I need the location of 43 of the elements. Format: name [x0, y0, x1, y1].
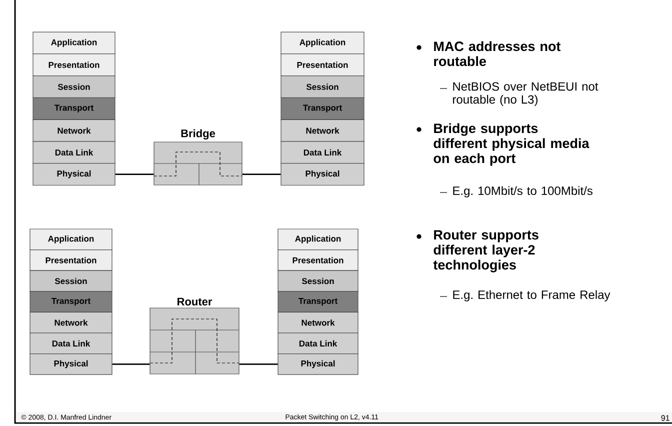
sub-bullet-text: E.g. Ethernet to Frame Relay — [453, 290, 610, 302]
layer-box: Physical — [278, 354, 358, 375]
layer-box: Session — [280, 76, 364, 98]
layer-box: Session — [32, 76, 116, 98]
layer-box: Presentation — [280, 54, 364, 76]
layer-box: Data Link — [278, 332, 358, 354]
layer-box: Data Link — [32, 141, 116, 164]
layer-box: Transport — [30, 291, 112, 312]
link-line — [239, 364, 278, 365]
link-line — [115, 174, 154, 175]
layer-box: Transport — [278, 291, 358, 312]
link-line — [112, 364, 150, 365]
sub-bullet-text: E.g. 10Mbit/s to 100Mbit/s — [453, 186, 592, 198]
layer-box: Presentation — [32, 54, 116, 76]
layer-box: Session — [30, 270, 112, 292]
node-label: Router — [178, 298, 212, 306]
layer-box: Network — [278, 312, 358, 334]
layer-box: Network — [280, 119, 364, 142]
layer-box: Network — [30, 312, 112, 334]
layer-box: Presentation — [278, 250, 358, 271]
bullet-text: MAC addresses not routable — [434, 41, 561, 66]
layer-box: Network — [32, 119, 116, 142]
link-line — [242, 174, 281, 175]
layer-box: Session — [278, 270, 358, 292]
layer-box: Application — [30, 228, 112, 250]
layer-box: Data Link — [30, 332, 112, 354]
layer-box: Physical — [280, 163, 364, 186]
bullet-text: Router supports different layer-2 technologies — [433, 230, 538, 272]
layer-box: Application — [280, 32, 364, 54]
layer-box: Application — [32, 32, 116, 54]
layer-box: Transport — [32, 97, 116, 120]
layer-box: Presentation — [30, 250, 112, 271]
router-box: Router — [150, 298, 240, 374]
node-label: Bridge — [181, 129, 216, 140]
layer-box: Data Link — [280, 141, 364, 164]
page-number: 91 — [661, 415, 670, 421]
bullet-text: Bridge supports different physical media on each port — [434, 123, 590, 166]
layer-box: Physical — [32, 163, 116, 186]
bridge-box: Bridge — [154, 129, 242, 186]
layer-box: Physical — [30, 354, 112, 375]
layer-box: Application — [278, 228, 358, 250]
layer-box: Transport — [280, 97, 364, 120]
sub-bullet-text: NetBIOS over NetBEUI not routable (no L3) — [453, 82, 598, 106]
